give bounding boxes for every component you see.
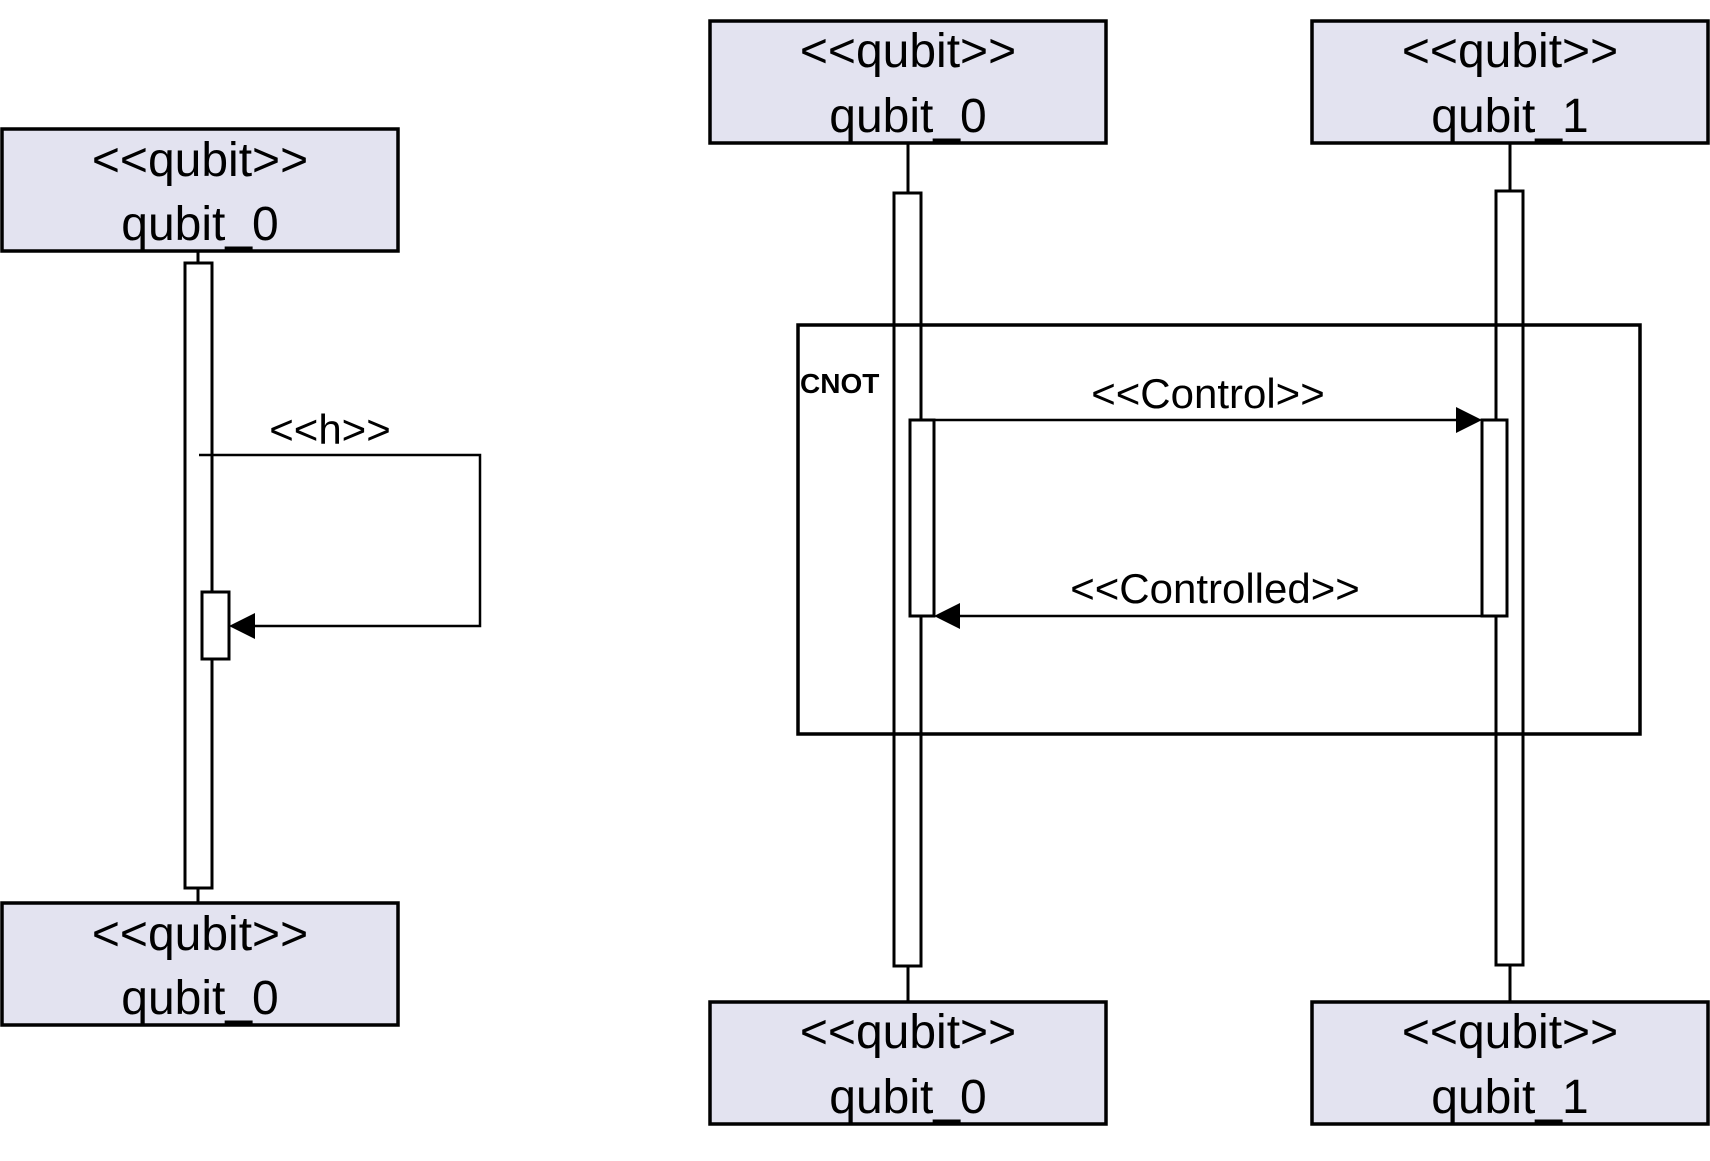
qubit-1-top-stereotype: <<qubit>>	[1402, 25, 1618, 78]
qubit-0-top-lifeline-head[interactable]: <<qubit>> qubit_0	[708, 19, 1108, 145]
right-sequence: <<qubit>> qubit_0 <<qubit>> qubit_1 CNOT…	[708, 19, 1710, 1126]
left-sequence: <<qubit>> qubit_0 <<h>> <<qubit>> qubit_…	[0, 127, 482, 1027]
qubit-0-top-stereotype: <<qubit>>	[800, 25, 1016, 78]
left-nested-activation	[200, 590, 231, 661]
control-message-arrowhead	[1456, 407, 1482, 433]
left-bottom-name: qubit_0	[121, 972, 278, 1025]
left-self-message-arrowhead	[229, 613, 255, 639]
left-bottom-stereotype: <<qubit>>	[92, 908, 308, 961]
qubit-0-top-name: qubit_0	[829, 90, 986, 143]
qubit-1-top-lifeline-head[interactable]: <<qubit>> qubit_1	[1310, 19, 1710, 145]
left-top-lifeline-head[interactable]: <<qubit>> qubit_0	[0, 127, 400, 253]
qubit-1-top-name: qubit_1	[1431, 90, 1588, 143]
qubit-0-nested-activation	[908, 418, 936, 618]
controlled-message-label: <<Controlled>>	[1070, 565, 1360, 612]
control-message-label: <<Control>>	[1091, 370, 1325, 417]
qubit-1-bottom-lifeline-head[interactable]: <<qubit>> qubit_1	[1310, 1000, 1710, 1126]
controlled-message-arrowhead	[934, 603, 960, 629]
qubit-0-bottom-stereotype: <<qubit>>	[800, 1006, 1016, 1059]
left-self-message-label: <<h>>	[269, 406, 390, 453]
left-bottom-lifeline-head[interactable]: <<qubit>> qubit_0	[0, 901, 400, 1027]
qubit-1-bottom-name: qubit_1	[1431, 1071, 1588, 1124]
cnot-frame-label: CNOT	[800, 368, 879, 399]
left-top-name: qubit_0	[121, 198, 278, 251]
qubit-1-nested-activation	[1480, 418, 1509, 618]
left-activation-bar	[183, 261, 214, 890]
cnot-frame[interactable]	[796, 323, 1642, 736]
qubit-0-bottom-name: qubit_0	[829, 1071, 986, 1124]
qubit-1-bottom-stereotype: <<qubit>>	[1402, 1006, 1618, 1059]
qubit-0-bottom-lifeline-head[interactable]: <<qubit>> qubit_0	[708, 1000, 1108, 1126]
left-top-stereotype: <<qubit>>	[92, 134, 308, 187]
left-self-message-line	[199, 453, 482, 628]
